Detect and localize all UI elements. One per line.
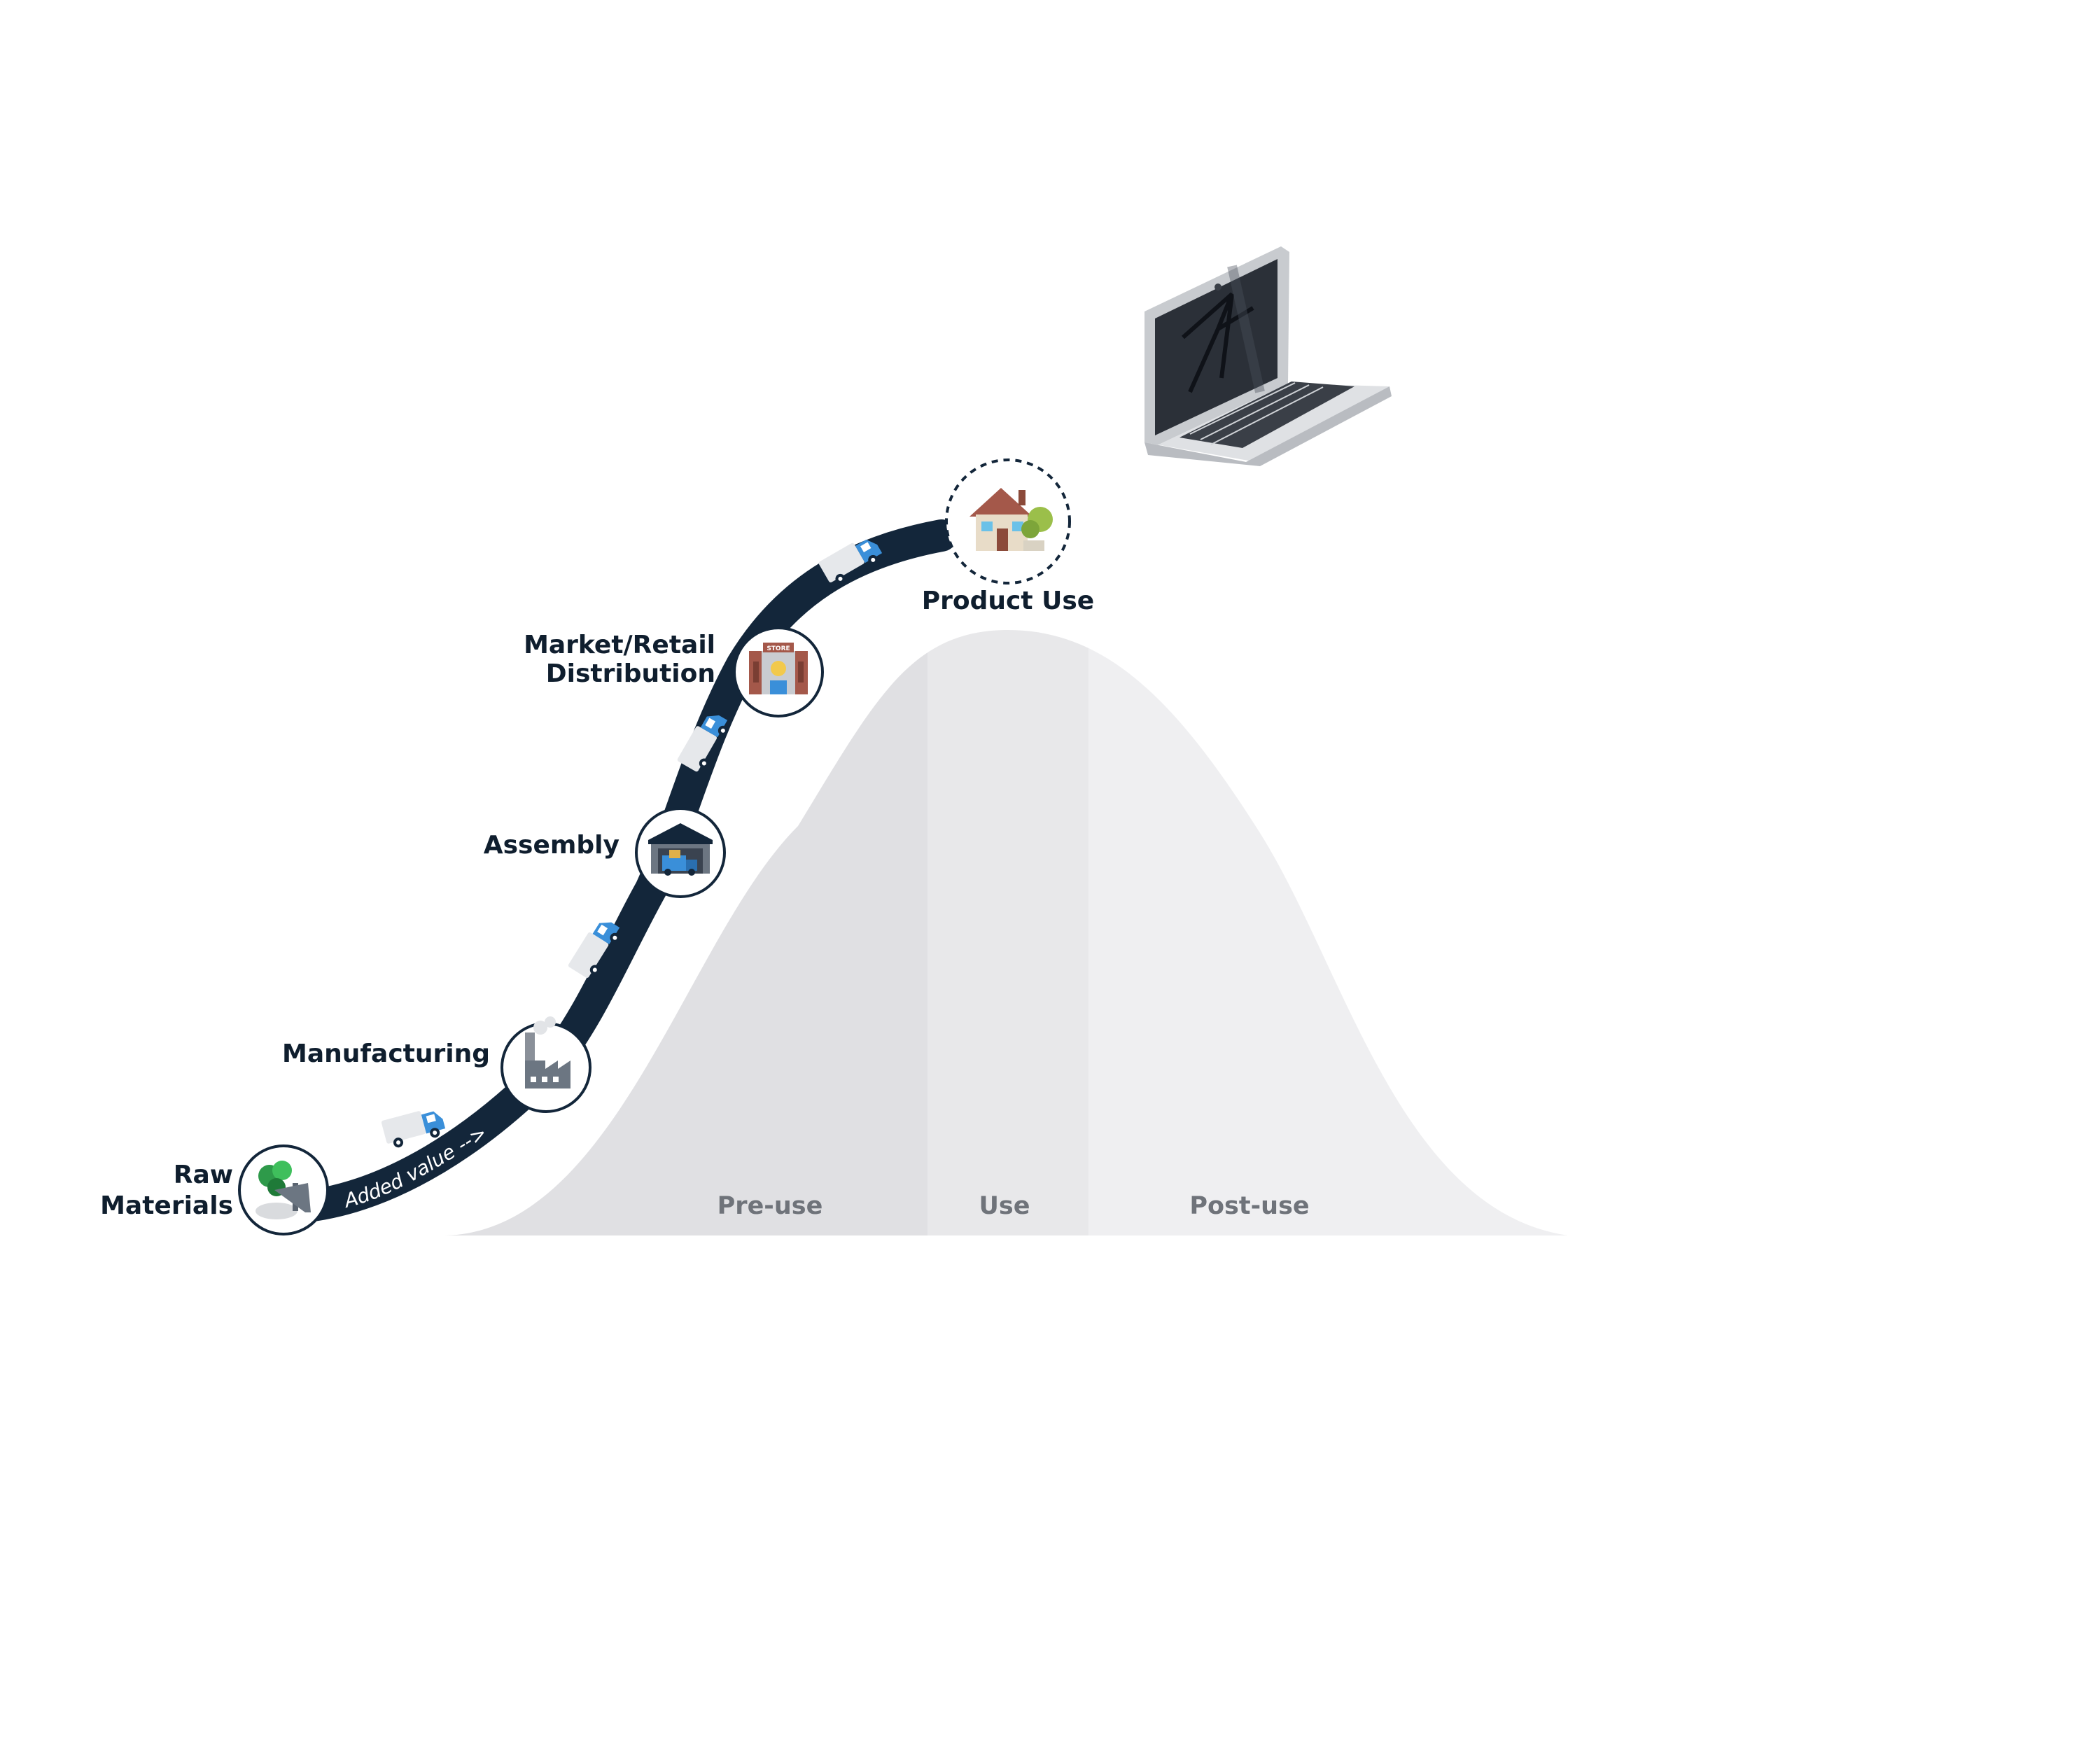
stage-label-assembly: Assembly [484, 831, 620, 860]
phase-label-pre-use: Pre-use [718, 1192, 823, 1220]
stage-assembly: Assembly [484, 807, 726, 898]
store-icon: STORE [749, 643, 808, 694]
stage-market-retail-distribution: STORE Market/Retail Distribution [524, 626, 824, 718]
phase-region-use [927, 630, 1088, 1236]
phase-region-post-use [1088, 630, 1568, 1236]
stage-label-raw-materials-line2: Materials [100, 1191, 233, 1220]
phase-label-use: Use [979, 1192, 1030, 1220]
broken-laptop-icon [1144, 246, 1392, 466]
raw-materials-icon [255, 1161, 311, 1219]
value-chain-path [278, 519, 958, 1224]
phase-label-post-use: Post-use [1189, 1192, 1309, 1220]
stage-product-use: Product Use [922, 458, 1094, 615]
stage-label-product-use: Product Use [922, 587, 1094, 615]
stage-label-market-retail-line1: Market/Retail [524, 631, 715, 659]
stage-label-market-retail-line2: Distribution [546, 659, 715, 688]
stage-label-manufacturing: Manufacturing [282, 1040, 490, 1068]
house-icon [969, 488, 1053, 551]
stage-label-raw-materials-line1: Raw [174, 1161, 233, 1189]
stage-manufacturing: Manufacturing [282, 1016, 592, 1113]
stage-raw-materials: Raw Materials [100, 1144, 329, 1236]
factory-icon [525, 1016, 570, 1088]
phase-region-pre-use [444, 630, 927, 1236]
store-sign-text: STORE [766, 645, 790, 652]
warehouse-icon [648, 823, 713, 876]
